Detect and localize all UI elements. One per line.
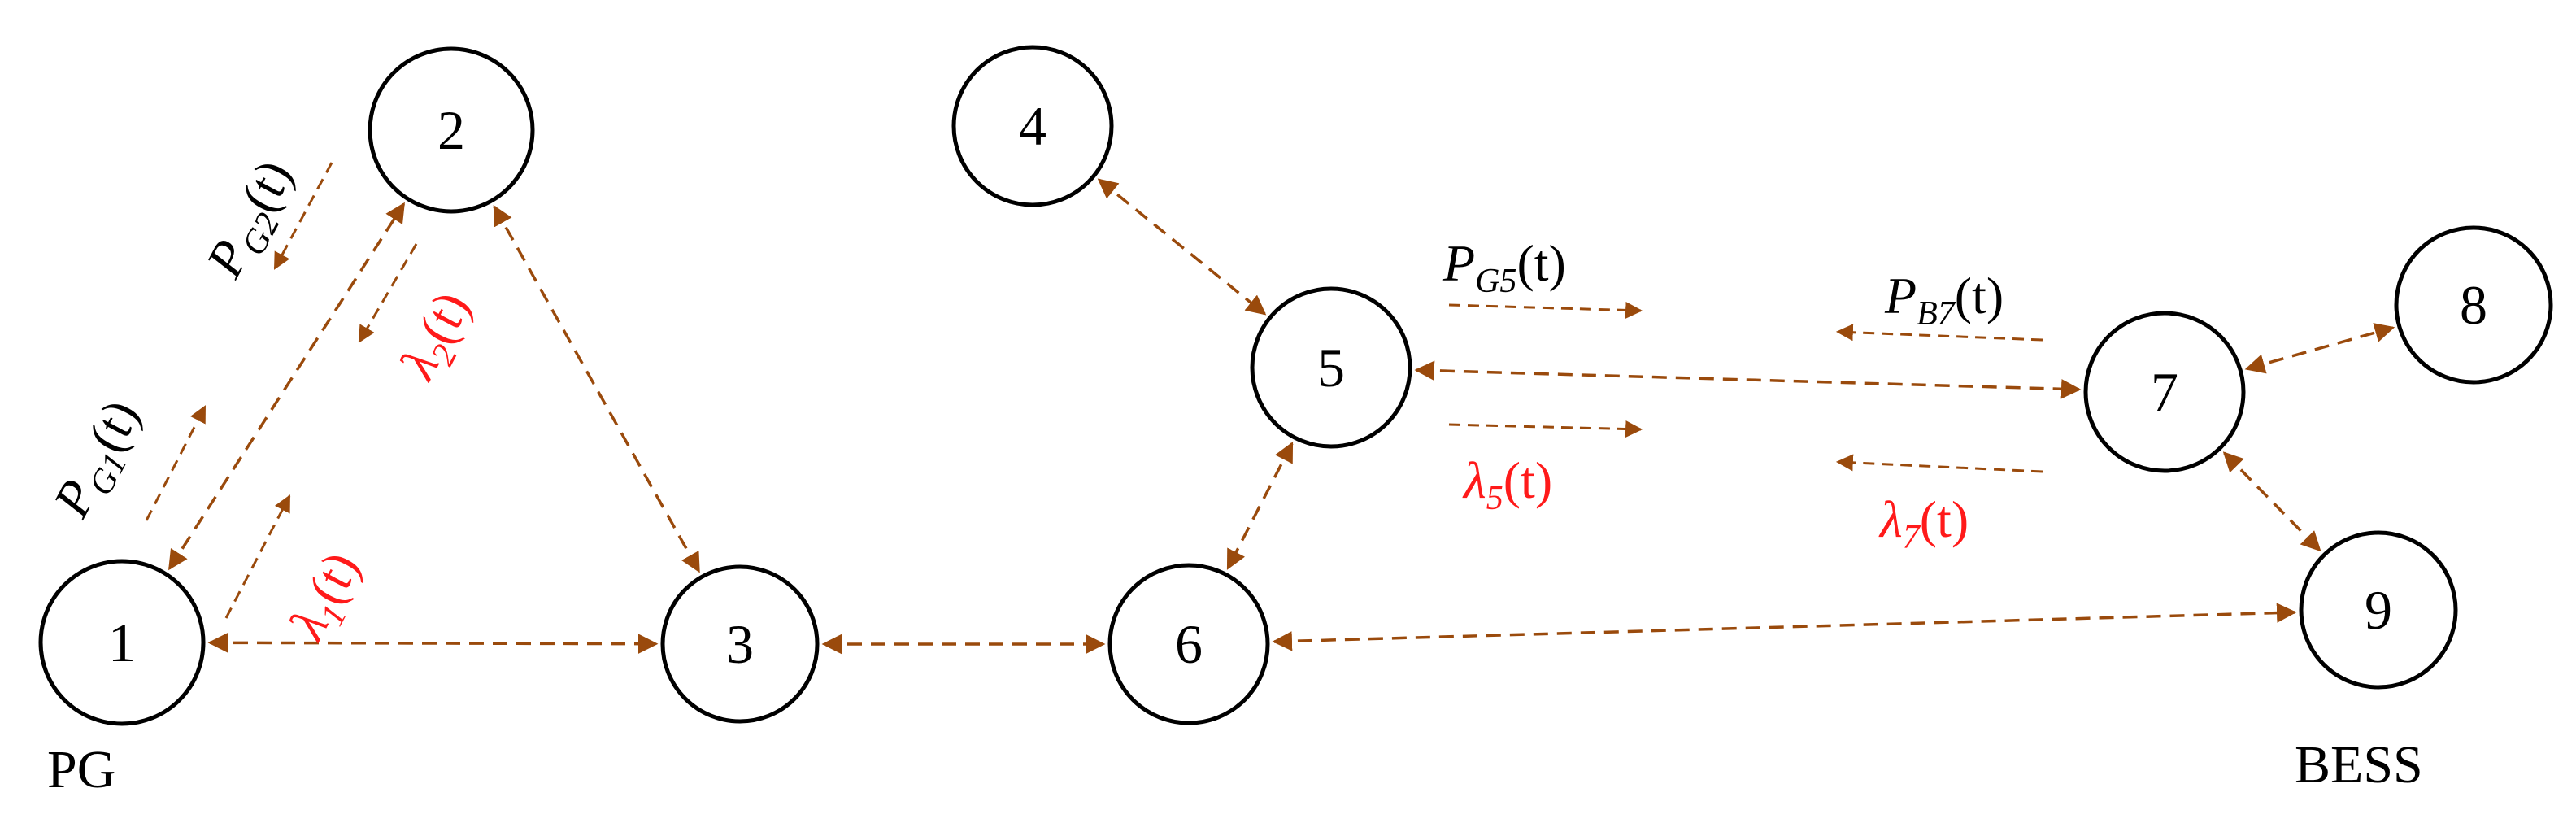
label-lambda7: λ7(t) [1878, 490, 1969, 556]
flow-arrows [145, 162, 2043, 619]
edge-7-8 [2244, 323, 2395, 374]
bess-label: BESS [2295, 735, 2423, 795]
svg-text:6: 6 [1175, 613, 1203, 675]
node-8: 8 [2394, 225, 2553, 385]
flow-arrow-l7 [1835, 454, 2043, 473]
svg-text:5: 5 [1317, 337, 1345, 398]
node-4: 4 [951, 45, 1114, 207]
svg-text:2: 2 [437, 99, 465, 161]
edge-7-9 [2222, 451, 2321, 552]
network-edges [168, 178, 2395, 655]
label-pg1: PG1(t) [41, 390, 158, 530]
svg-text:1: 1 [108, 612, 136, 673]
node-9: 9 [2299, 530, 2458, 690]
svg-text:8: 8 [2460, 274, 2487, 336]
flow-arrow-l5 [1448, 420, 1643, 438]
edge-1-2 [168, 202, 406, 571]
node-3: 3 [660, 564, 820, 724]
flow-arrow-pg2 [273, 162, 333, 270]
edge-1-3 [207, 633, 659, 654]
flow-arrow-l1 [224, 494, 291, 619]
pg-label: PG [47, 740, 115, 799]
flow-arrow-l2 [358, 243, 418, 343]
svg-text:3: 3 [726, 613, 754, 675]
edge-4-5 [1097, 178, 1267, 316]
edge-6-9 [1272, 603, 2297, 651]
svg-text:7: 7 [2151, 361, 2178, 423]
node-7: 7 [2083, 311, 2246, 473]
edge-5-7 [1414, 360, 2082, 399]
svg-text:9: 9 [2365, 579, 2392, 641]
label-lambda1: λ1(t) [277, 542, 378, 653]
node-1: 1 [38, 559, 206, 726]
node-5: 5 [1250, 286, 1412, 449]
label-lambda2: λ2(t) [388, 282, 489, 393]
label-lambda5: λ5(t) [1462, 451, 1552, 517]
label-pg2: PG2(t) [194, 150, 311, 290]
edge-5-6 [1226, 442, 1294, 570]
edge-2-3 [493, 205, 701, 573]
svg-text:4: 4 [1019, 95, 1046, 157]
flow-arrow-pb7 [1835, 324, 2043, 342]
node-2: 2 [368, 46, 535, 214]
network-nodes: 1 2 3 4 5 6 7 8 9 [38, 45, 2553, 726]
flow-arrow-pg1 [145, 405, 207, 521]
label-pg5: PG5(t) [1442, 234, 1566, 300]
flow-arrow-pg5 [1448, 301, 1643, 319]
node-6: 6 [1107, 563, 1270, 725]
label-pb7: PB7(t) [1884, 267, 2004, 333]
